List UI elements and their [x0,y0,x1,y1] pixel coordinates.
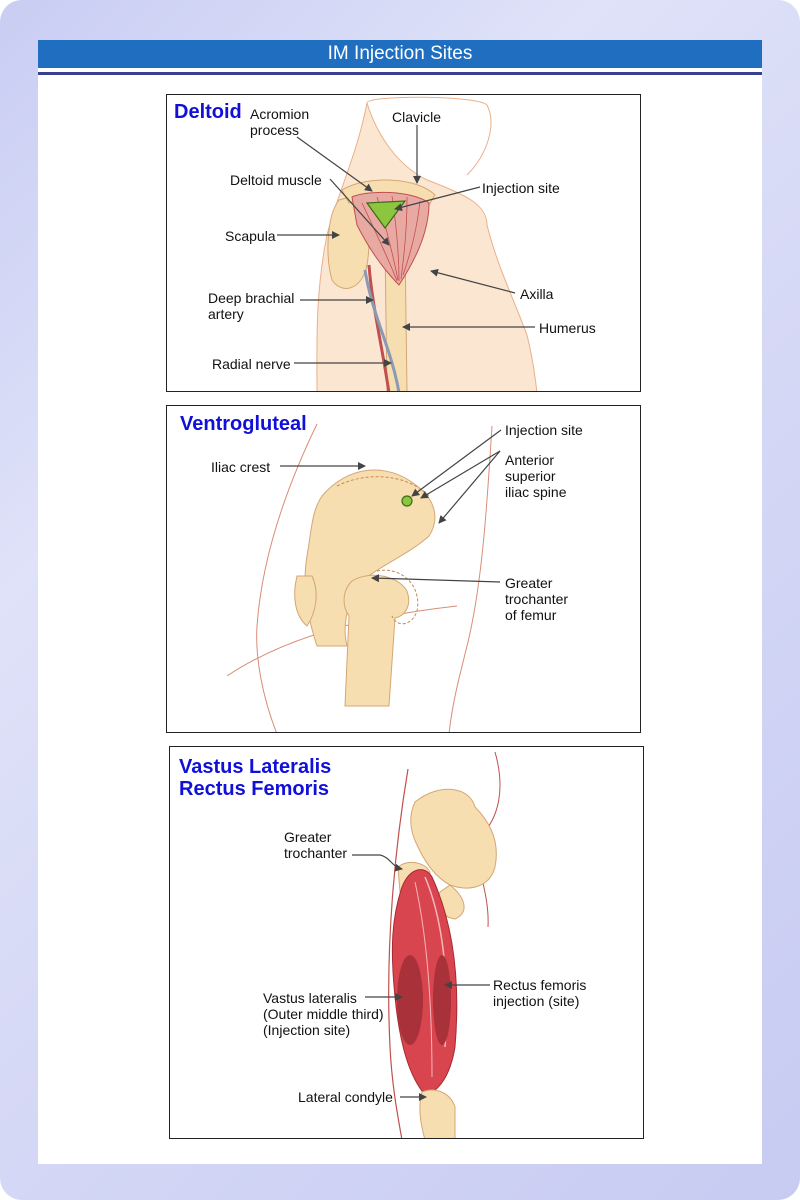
ventrogluteal-illustration [226,423,502,732]
vastus-illustration [352,751,501,1138]
label-radial-nerve: Radial nerve [212,356,291,372]
page-title: IM Injection Sites [38,40,762,68]
label-clavicle: Clavicle [392,109,442,125]
label-vastus-lateralis: Vastus lateralis (Outer middle third) (I… [263,990,384,1038]
label-humerus: Humerus [539,320,596,336]
vastus-title-line1: Vastus Lateralis [179,756,332,778]
ventrogluteal-panel: Ventrogluteal Injection site Iliac crest… [166,405,641,733]
label-rectus-femoris: Rectus femoris injection (site) [493,977,587,1009]
ventrogluteal-title: Ventrogluteal [180,413,307,435]
label-greater-trochanter: Greater trochanter of femur [505,575,569,623]
label-axilla: Axilla [520,286,554,302]
vastus-title-line2: Rectus Femoris [179,778,330,800]
injection-site-marker [401,495,413,507]
label-asis: Anterior superior iliac spine [505,452,567,500]
label-lateral-condyle: Lateral condyle [298,1089,393,1105]
rectus-site-marker [433,955,451,1045]
label-scapula: Scapula [225,228,276,244]
label-injection-site: Injection site [505,422,583,438]
vastus-panel: Vastus Lateralis Rectus Femoris Greater … [169,746,644,1139]
label-greater-trochanter: Greater trochanter [284,829,348,861]
label-deltoid-muscle: Deltoid muscle [230,172,322,188]
deltoid-panel: Deltoid Acromion process Clavicle Deltoi… [166,94,641,392]
label-iliac-crest: Iliac crest [211,459,271,475]
label-acromion: Acromion process [250,106,310,138]
title-divider [38,72,762,75]
label-injection-site: Injection site [482,180,560,196]
deltoid-illustration [277,96,538,391]
deltoid-title: Deltoid [174,101,242,123]
label-deep-brachial: Deep brachial artery [208,290,295,322]
vastus-site-marker [397,955,423,1045]
